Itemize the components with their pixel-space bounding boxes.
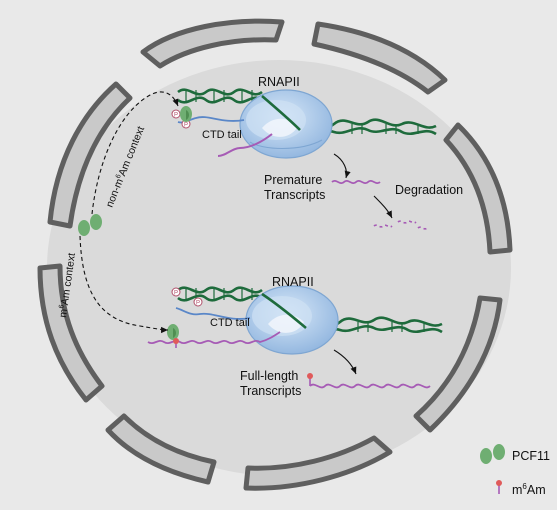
envelope-segment [311,21,448,95]
envelope-segment [140,18,285,69]
nuclear-envelope [37,18,513,491]
premature-label-line1: Premature [264,173,322,187]
bottom-transcription-complex: P P RNAPII CTD tail Full-length Transcri… [147,275,443,398]
top-transcription-complex: P P RNAPII CTD tail Premature Transcript… [171,75,463,230]
full-length-label-line2: Transcripts [240,384,301,398]
legend-m6am-label: m6Am [512,482,546,497]
rnapii-label: RNAPII [272,275,314,289]
full-length-transcript [307,373,431,389]
pcf11-protein [180,106,192,122]
free-pcf11 [78,214,102,236]
envelope-segment [105,413,217,485]
m6am-mark [173,338,179,348]
envelope-segment [413,295,503,433]
ctd-tail-label: CTD tail [210,317,250,329]
nucleus [47,60,511,476]
degraded-fragments [373,220,428,230]
svg-text:P: P [196,301,200,307]
degradation-label: Degradation [395,183,463,197]
rnapii-enzyme [245,285,339,355]
rnapii-enzyme [239,89,333,159]
phospho-group: P [171,287,181,297]
legend-m6am-icon [496,480,502,494]
envelope-segment [37,263,105,403]
svg-text:P: P [174,113,178,119]
envelope-segment [47,81,133,229]
svg-text:P: P [174,291,178,297]
envelope-segment [243,435,393,491]
full-length-label-line1: Full-length [240,369,298,383]
svg-text:P: P [184,123,188,129]
nascent-rna [147,331,281,345]
nascent-rna [217,133,273,157]
premature-transcript [331,179,381,185]
premature-label-line2: Transcripts [264,188,325,202]
legend-pcf11-icon [480,444,505,464]
rnapii-label: RNAPII [258,75,300,89]
pcf11-protein [167,324,179,340]
legend: PCF11 m6Am [480,444,550,497]
ctd-tail [175,307,251,320]
ctd-tail-label: CTD tail [202,129,242,141]
legend-pcf11-label: PCF11 [512,449,550,463]
phospho-group: P [171,109,181,119]
envelope-segment [443,122,513,255]
m6am-path [79,235,169,334]
phospho-group: P [193,297,203,307]
non-m6am-path [91,91,179,215]
